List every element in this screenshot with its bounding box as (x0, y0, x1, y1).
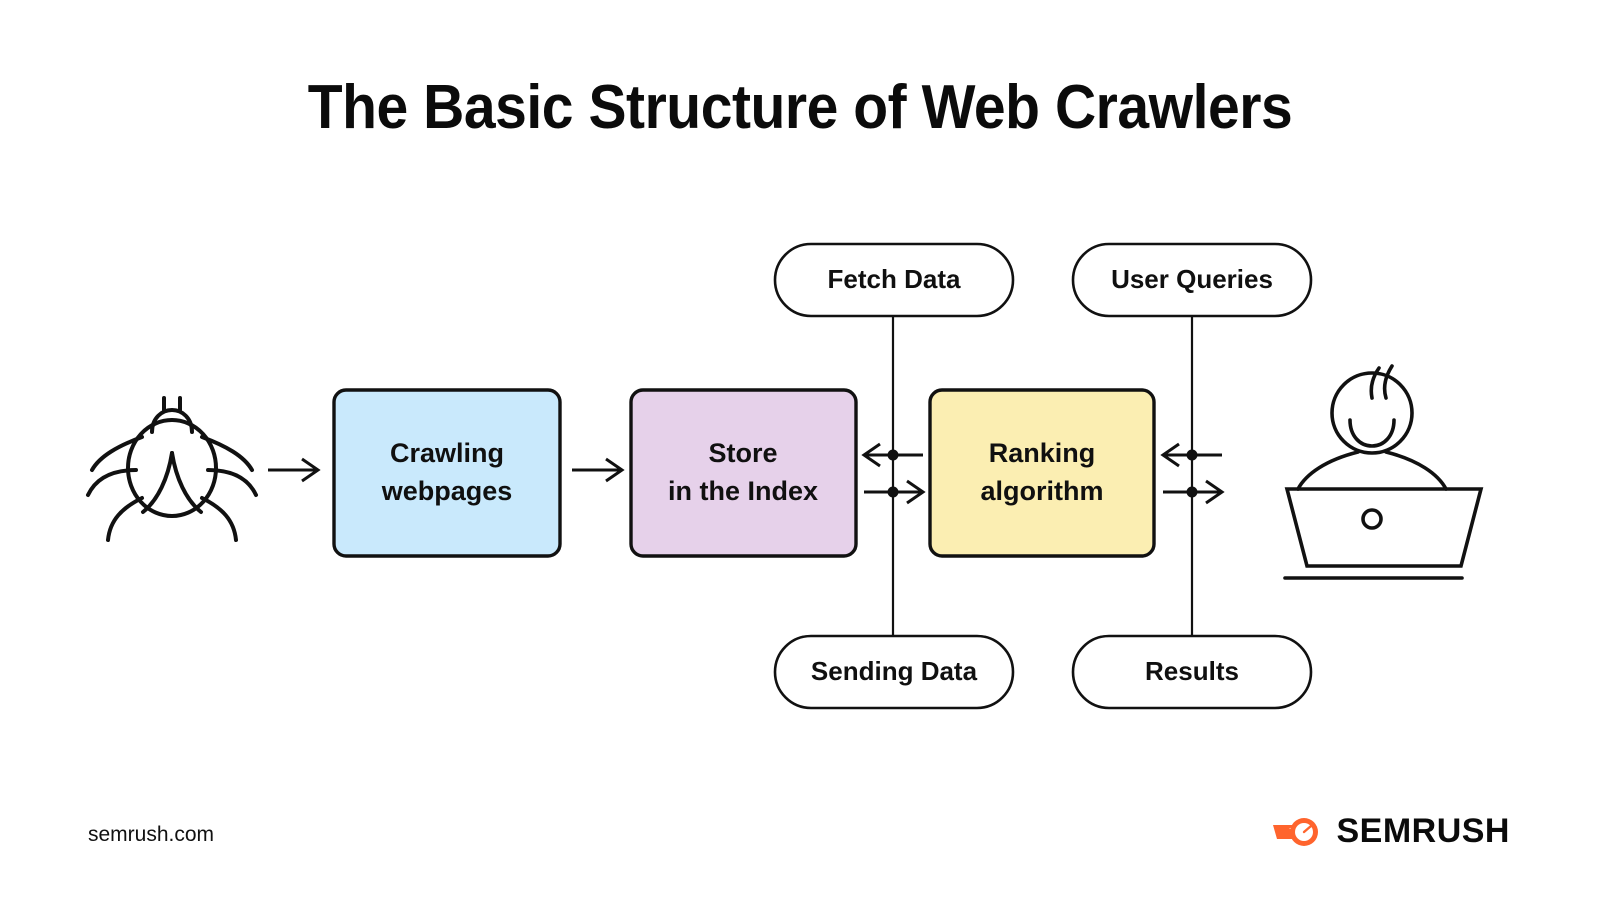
junction-dot (1186, 486, 1198, 498)
node-crawling-webpages[interactable]: Crawling webpages (332, 388, 562, 558)
arrow-crawling-to-store (572, 457, 625, 483)
node-crawling-label-2: webpages (381, 476, 513, 506)
junction-dot (887, 449, 899, 461)
node-crawling-label-1: Crawling (390, 438, 504, 468)
node-store-in-the-index[interactable]: Store in the Index (629, 388, 858, 558)
connector-store-ranking (861, 313, 926, 637)
node-ranking-label-2: algorithm (980, 476, 1103, 506)
connector-ranking-user (1160, 313, 1225, 637)
semrush-comet-icon (1273, 817, 1319, 846)
node-ranking-label-1: Ranking (989, 438, 1096, 468)
node-user-queries[interactable]: User Queries (1071, 242, 1313, 318)
node-fetch-data-label: Fetch Data (828, 264, 961, 294)
node-ranking-algorithm[interactable]: Ranking algorithm (928, 388, 1156, 558)
arrow-spider-to-crawling (268, 457, 321, 483)
node-store-label-1: Store (708, 438, 777, 468)
semrush-wordmark: SEMRUSH (1336, 812, 1510, 850)
footer-domain: semrush.com (88, 823, 215, 846)
node-store-label-2: in the Index (668, 476, 818, 506)
node-results-label: Results (1145, 656, 1239, 686)
spider-icon (86, 396, 258, 542)
node-user-queries-label: User Queries (1111, 264, 1273, 294)
semrush-logo: SEMRUSH (1271, 812, 1510, 851)
node-fetch-data[interactable]: Fetch Data (773, 242, 1015, 318)
page-title: The Basic Structure of Web Crawlers (307, 73, 1293, 142)
node-sending-data[interactable]: Sending Data (773, 634, 1015, 710)
node-sending-data-label: Sending Data (811, 656, 978, 686)
junction-dot (1186, 449, 1198, 461)
person-at-laptop-icon (1283, 364, 1484, 580)
node-results[interactable]: Results (1071, 634, 1313, 710)
junction-dot (887, 486, 899, 498)
